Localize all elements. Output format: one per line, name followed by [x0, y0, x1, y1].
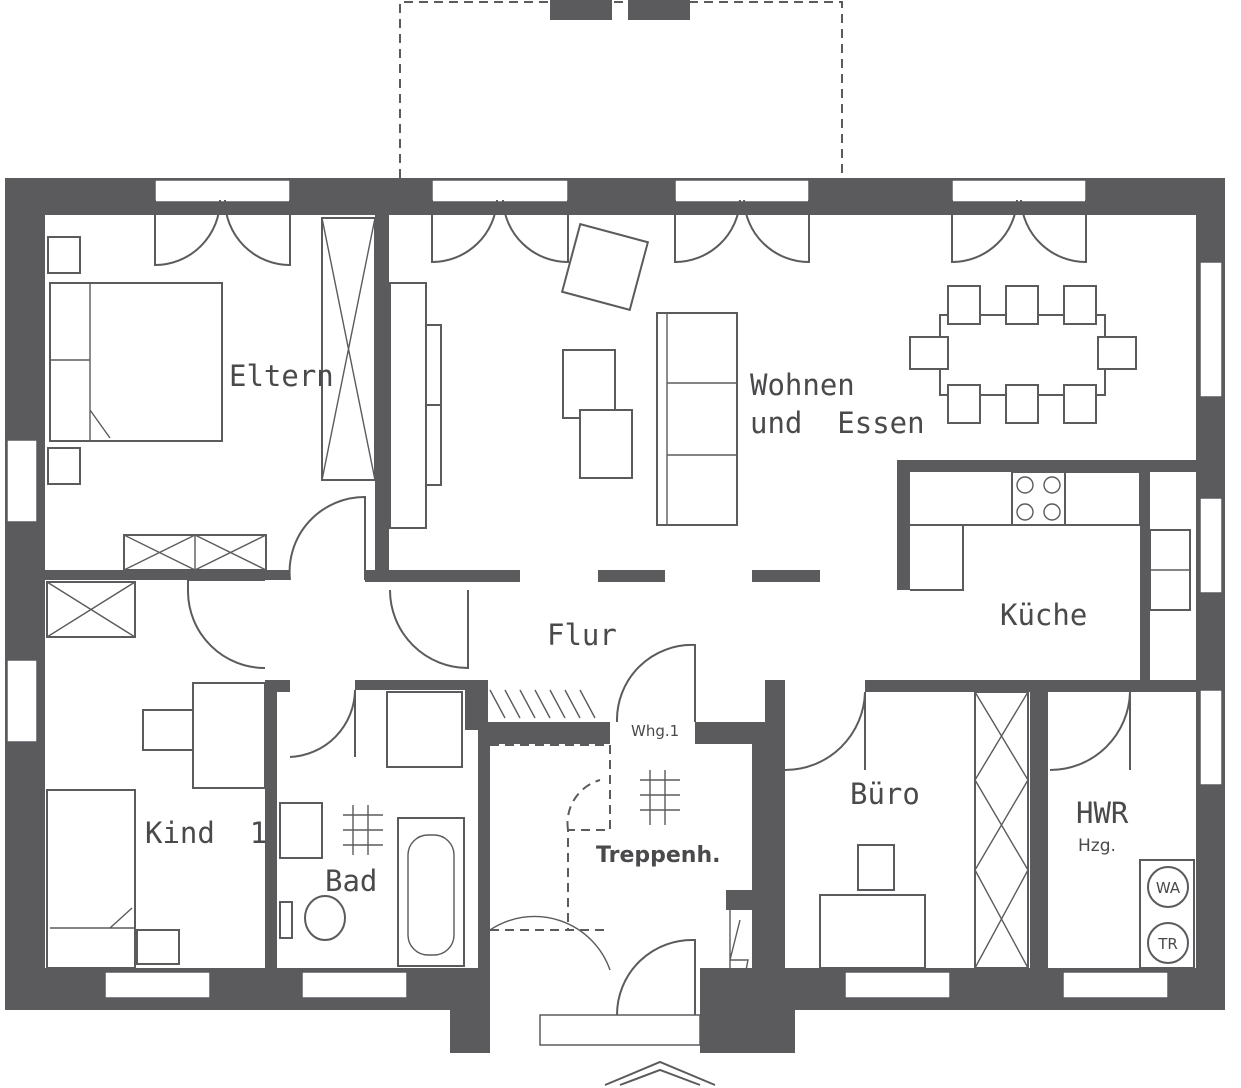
room-label-treppenhaus: Treppenh. — [596, 843, 720, 868]
room-label-essen: und Essen — [750, 406, 925, 440]
windows — [6, 179, 1223, 1046]
washing-machine: WA — [1147, 866, 1189, 908]
dryer: TR — [1147, 922, 1189, 964]
washer-label: WA — [1156, 879, 1181, 897]
room-label-kind: Kind 1 — [145, 816, 267, 850]
room-label-flur: Flur — [547, 618, 617, 652]
dryer-label: TR — [1157, 935, 1178, 953]
room-label-wohnen: Wohnen — [750, 368, 855, 402]
furniture — [46, 217, 1195, 1086]
terrace-outline — [399, 0, 843, 178]
room-label-eltern: Eltern — [229, 359, 334, 393]
unit-label: Whg.1 — [631, 722, 679, 740]
room-label-bad: Bad — [325, 864, 377, 898]
heating-label: Hzg. — [1078, 836, 1116, 856]
interior-walls — [45, 215, 1196, 1042]
room-label-kueche: Küche — [1000, 598, 1087, 632]
doors — [154, 199, 1131, 1016]
room-label-hwr: HWR — [1076, 796, 1129, 830]
room-label-buero: Büro — [850, 777, 920, 811]
